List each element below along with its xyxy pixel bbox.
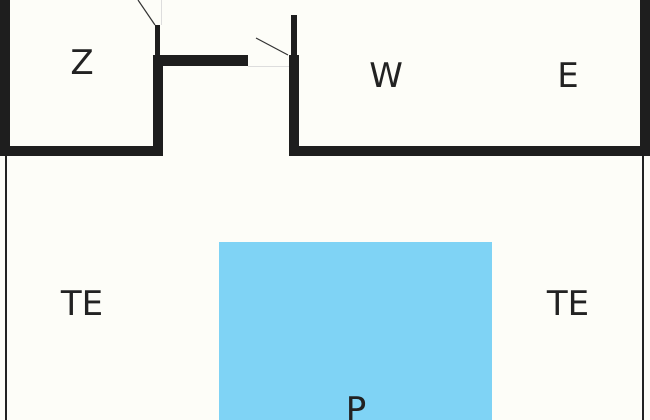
room-label-te-right: TE bbox=[546, 284, 590, 324]
room-label-e: E bbox=[557, 56, 579, 96]
door-opening-2 bbox=[248, 66, 289, 67]
wall-right bbox=[640, 0, 650, 156]
door-swing-1 bbox=[137, 0, 156, 26]
room-label-te-left: TE bbox=[60, 284, 104, 324]
room-label-w: W bbox=[369, 56, 403, 96]
wall-corridor bbox=[160, 55, 248, 66]
room-label-z: Z bbox=[70, 43, 94, 83]
pool bbox=[219, 242, 492, 420]
wall-door-jamb-2 bbox=[291, 15, 297, 57]
wall-w-left bbox=[289, 55, 299, 156]
terrace-edge-left bbox=[5, 156, 7, 420]
wall-we-bottom bbox=[289, 146, 650, 156]
wall-z-right bbox=[153, 55, 163, 156]
wall-door-jamb-1 bbox=[155, 25, 160, 57]
terrace-edge-right bbox=[642, 156, 644, 420]
door-opening-1 bbox=[161, 0, 162, 25]
room-label-pool: P bbox=[345, 390, 367, 420]
door-swing-2 bbox=[255, 37, 289, 56]
wall-left bbox=[0, 0, 10, 156]
wall-z-bottom bbox=[0, 146, 163, 156]
